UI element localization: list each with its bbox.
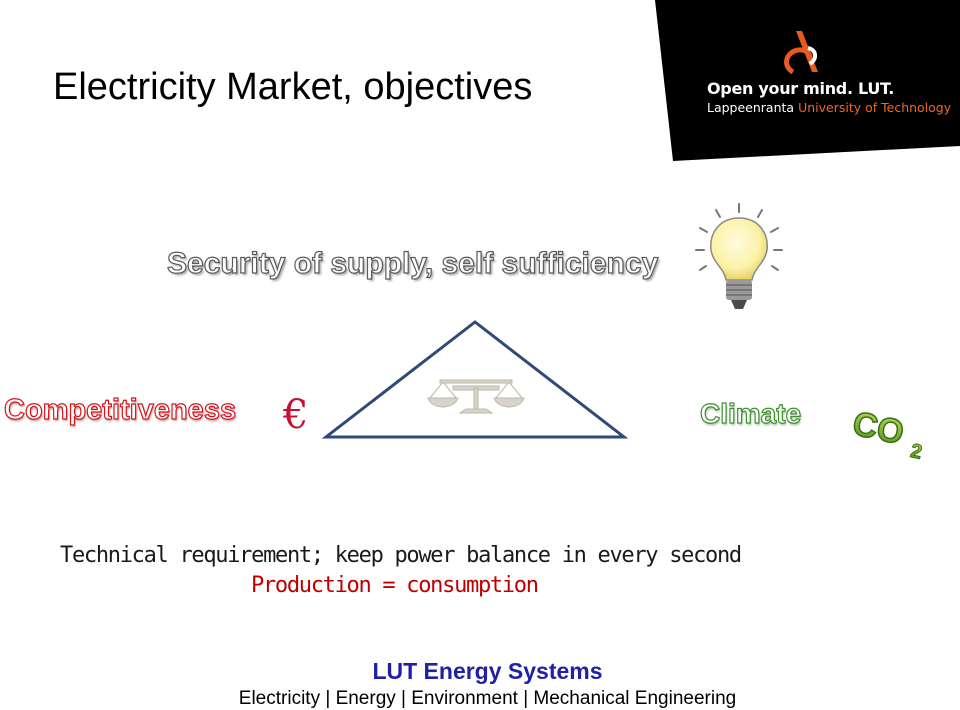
euro-symbol: € [283, 392, 308, 438]
lut-logo-icon [780, 28, 830, 78]
climate-heading: Climate [700, 398, 801, 430]
svg-text:2: 2 [908, 440, 923, 464]
footer-title: LUT Energy Systems [0, 658, 960, 685]
technical-requirement-text: Technical requirement; keep power balanc… [60, 543, 741, 568]
equation-text: Production = consumption [251, 573, 538, 598]
logo-university-part2: University of Technology [798, 100, 951, 115]
co2-icon: CO 2 [848, 402, 932, 464]
logo-university-part1: Lappeenranta [707, 100, 798, 115]
logo-tagline: Open your mind. LUT. [707, 79, 894, 98]
security-heading: Security of supply, self sufficiency [167, 247, 658, 281]
competitiveness-heading: Competitiveness [4, 394, 236, 427]
footer-subtitle: Electricity | Energy | Environment | Mec… [0, 688, 960, 710]
balance-triangle [320, 318, 630, 443]
svg-text:CO: CO [849, 405, 907, 453]
logo-university: Lappeenranta University of Technology [707, 100, 951, 115]
light-bulb-icon [694, 200, 784, 316]
